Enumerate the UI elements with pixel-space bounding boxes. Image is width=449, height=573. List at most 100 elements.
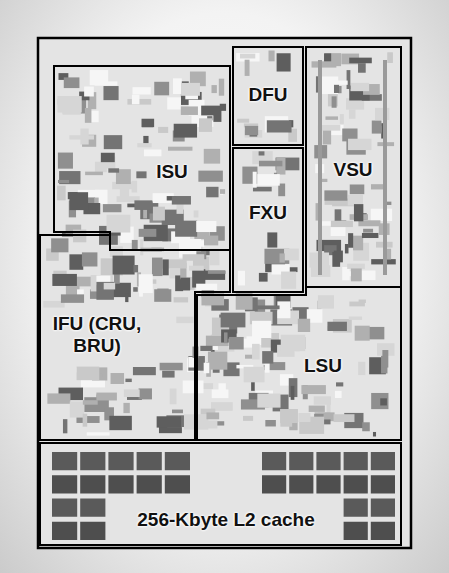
circuit-block — [327, 322, 346, 331]
circuit-block — [298, 413, 310, 422]
circuit-block — [95, 81, 118, 85]
circuit-block — [362, 422, 370, 431]
circuit-block — [284, 249, 299, 261]
circuit-block — [52, 274, 77, 286]
circuit-block — [382, 350, 388, 368]
circuit-block — [80, 499, 105, 517]
circuit-block — [363, 229, 373, 233]
circuit-block — [344, 522, 368, 540]
circuit-block — [349, 302, 365, 307]
circuit-block — [380, 398, 387, 405]
circuit-block — [153, 207, 165, 221]
unit-label: DFU — [248, 84, 287, 106]
circuit-block — [181, 106, 198, 115]
die-region: VSU — [306, 47, 401, 287]
circuit-block — [85, 108, 92, 123]
circuit-block — [243, 416, 253, 421]
circuit-block — [176, 317, 193, 323]
circuit-block — [143, 136, 148, 144]
circuit-block — [371, 393, 388, 409]
circuit-block — [110, 246, 123, 257]
circuit-block — [80, 475, 105, 493]
circuit-block — [277, 53, 291, 71]
circuit-block — [124, 389, 140, 397]
circuit-block — [85, 172, 103, 176]
circuit-block — [331, 221, 353, 227]
circuit-block — [267, 232, 277, 247]
circuit-block — [371, 209, 392, 221]
circuit-block — [252, 321, 271, 338]
die-region: 256-Kbyte L2 cache — [40, 443, 401, 545]
region-border — [54, 66, 230, 250]
circuit-block — [344, 452, 368, 470]
circuit-block — [265, 420, 276, 426]
circuit-block — [229, 337, 244, 350]
circuit-block — [220, 104, 226, 111]
circuit-block — [173, 78, 182, 94]
circuit-block — [199, 118, 212, 132]
circuit-block — [132, 181, 138, 193]
circuit-block — [133, 87, 151, 94]
circuit-block — [314, 396, 331, 405]
circuit-block — [174, 124, 197, 138]
circuit-block — [353, 236, 363, 251]
circuit-block — [108, 168, 119, 172]
circuit-block — [206, 187, 218, 197]
circuit-block — [238, 271, 245, 286]
circuit-block — [69, 192, 88, 210]
circuit-block — [298, 319, 310, 332]
circuit-block — [144, 150, 161, 157]
circuit-block — [84, 87, 94, 97]
unit-label: LSU — [304, 355, 342, 377]
region-outline — [197, 287, 401, 440]
circuit-block — [175, 221, 197, 237]
circuit-block — [373, 432, 376, 437]
circuit-block — [103, 86, 118, 100]
circuit-block — [125, 379, 131, 382]
circuit-block — [70, 401, 84, 417]
circuit-block — [318, 60, 322, 275]
circuit-block — [198, 171, 222, 182]
circuit-block — [280, 409, 298, 423]
circuit-block — [281, 335, 305, 351]
region-outline — [40, 235, 230, 440]
circuit-block — [203, 271, 225, 280]
circuit-block — [189, 266, 204, 271]
die-region: ISU — [54, 66, 230, 250]
circuit-block — [61, 294, 84, 302]
circuit-block — [348, 195, 363, 206]
circuit-block — [335, 391, 342, 398]
unit-label: VSU — [333, 159, 372, 181]
circuit-block — [324, 81, 348, 85]
circuit-block — [224, 332, 228, 343]
circuit-block — [136, 171, 146, 178]
circuit-block — [280, 253, 285, 262]
circuit-block — [262, 351, 273, 363]
circuit-block — [236, 291, 253, 310]
die-outline — [38, 38, 411, 548]
circuit-block — [109, 416, 132, 430]
circuit-block — [210, 249, 220, 266]
circuit-block — [158, 127, 168, 133]
circuit-block — [52, 499, 77, 517]
circuit-block — [163, 259, 169, 275]
circuit-block — [316, 452, 340, 470]
circuit-block — [157, 289, 168, 293]
circuit-block — [375, 108, 389, 120]
circuit-block — [174, 297, 188, 302]
circuit-block — [103, 204, 122, 212]
circuit-block — [200, 346, 212, 351]
circuit-block — [152, 258, 163, 276]
circuit-block — [107, 215, 131, 233]
circuit-block — [344, 475, 368, 493]
circuit-block — [372, 121, 382, 134]
circuit-block — [63, 98, 81, 114]
circuit-block — [82, 252, 98, 266]
region-border — [197, 287, 401, 440]
circuit-block — [318, 295, 334, 308]
circuit-block — [181, 83, 200, 96]
circuit-block — [139, 274, 153, 293]
circuit-block — [51, 238, 68, 252]
circuit-block — [133, 367, 156, 375]
